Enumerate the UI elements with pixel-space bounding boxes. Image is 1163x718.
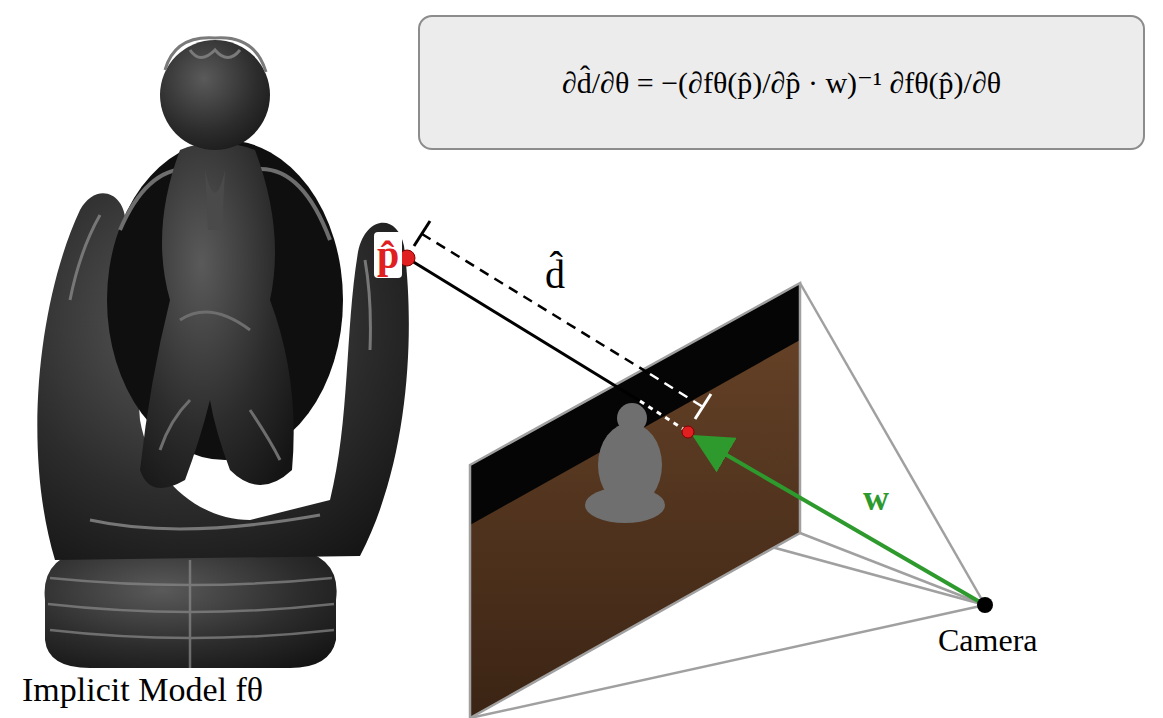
distance-line — [422, 234, 650, 374]
camera-frustum — [470, 283, 985, 718]
pixel-point — [682, 426, 694, 438]
view-direction-arrow — [699, 439, 985, 605]
hair-highlight — [165, 38, 266, 72]
distance-tick — [414, 221, 430, 246]
hand-highlight — [70, 215, 370, 529]
image-plane — [470, 283, 800, 718]
statue — [37, 38, 409, 668]
distance-line-plane — [650, 374, 703, 407]
statue-child-body — [140, 143, 294, 489]
formula-box: ∂d̂/∂θ = −(∂fθ(p̂)/∂p̂ · w)⁻¹ ∂fθ(p̂)/∂θ — [418, 15, 1145, 150]
statue-child-head — [160, 40, 270, 150]
image-plane-border — [470, 283, 800, 718]
distance-label: d̂ — [545, 252, 565, 298]
ray-line — [407, 258, 640, 401]
base-ridges — [48, 560, 334, 668]
ray-line-plane — [640, 401, 688, 432]
camera-label: Camera — [938, 622, 1038, 659]
formula-text: ∂d̂/∂θ = −(∂fθ(p̂)/∂p̂ · w)⁻¹ ∂fθ(p̂)/∂θ — [562, 65, 1001, 100]
model-label: Implicit Model fθ — [22, 670, 263, 709]
camera-center — [977, 597, 993, 613]
plane-statue — [585, 403, 665, 523]
statue-base — [45, 548, 337, 668]
body-highlight — [160, 312, 280, 460]
direction-label: w — [863, 478, 889, 519]
distance-tick — [695, 394, 711, 419]
praying-hands — [205, 170, 225, 230]
point-label: p̂ — [374, 232, 402, 278]
